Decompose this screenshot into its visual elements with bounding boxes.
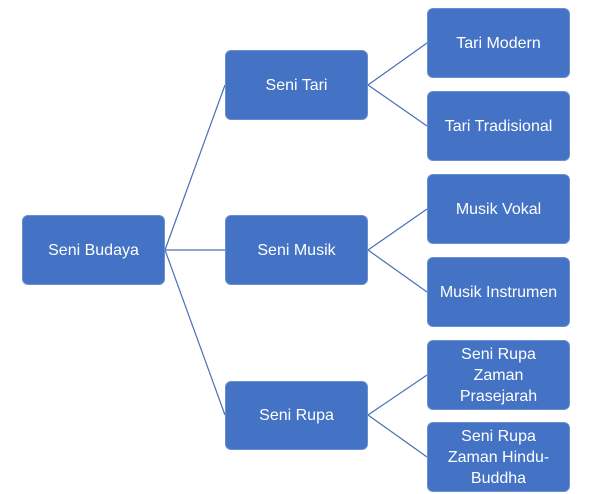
node-seni-rupa-prasejarah: Seni Rupa Zaman Prasejarah — [427, 340, 570, 410]
node-seni-rupa: Seni Rupa — [225, 381, 368, 450]
node-seni-musik: Seni Musik — [225, 215, 368, 285]
connector-musik-vokal — [367, 208, 428, 251]
node-seni-budaya: Seni Budaya — [22, 215, 165, 285]
node-musik-vokal: Musik Vokal — [427, 174, 570, 244]
connector-tari-tradisional — [367, 84, 428, 127]
connector-root-seni-tari — [164, 84, 226, 251]
node-musik-instrumen: Musik Instrumen — [427, 257, 570, 327]
node-tari-modern: Tari Modern — [427, 8, 570, 78]
connector-rupa-prasejarah — [367, 374, 428, 416]
connector-root-seni-rupa — [164, 249, 226, 416]
connector-tari-modern — [367, 42, 428, 86]
node-tari-tradisional: Tari Tradisional — [427, 91, 570, 161]
node-seni-rupa-hindu-buddha: Seni Rupa Zaman Hindu-Buddha — [427, 422, 570, 492]
node-seni-tari: Seni Tari — [225, 50, 368, 120]
connector-musik-instrumen — [367, 249, 428, 293]
connector-rupa-hindu-buddha — [367, 414, 428, 458]
